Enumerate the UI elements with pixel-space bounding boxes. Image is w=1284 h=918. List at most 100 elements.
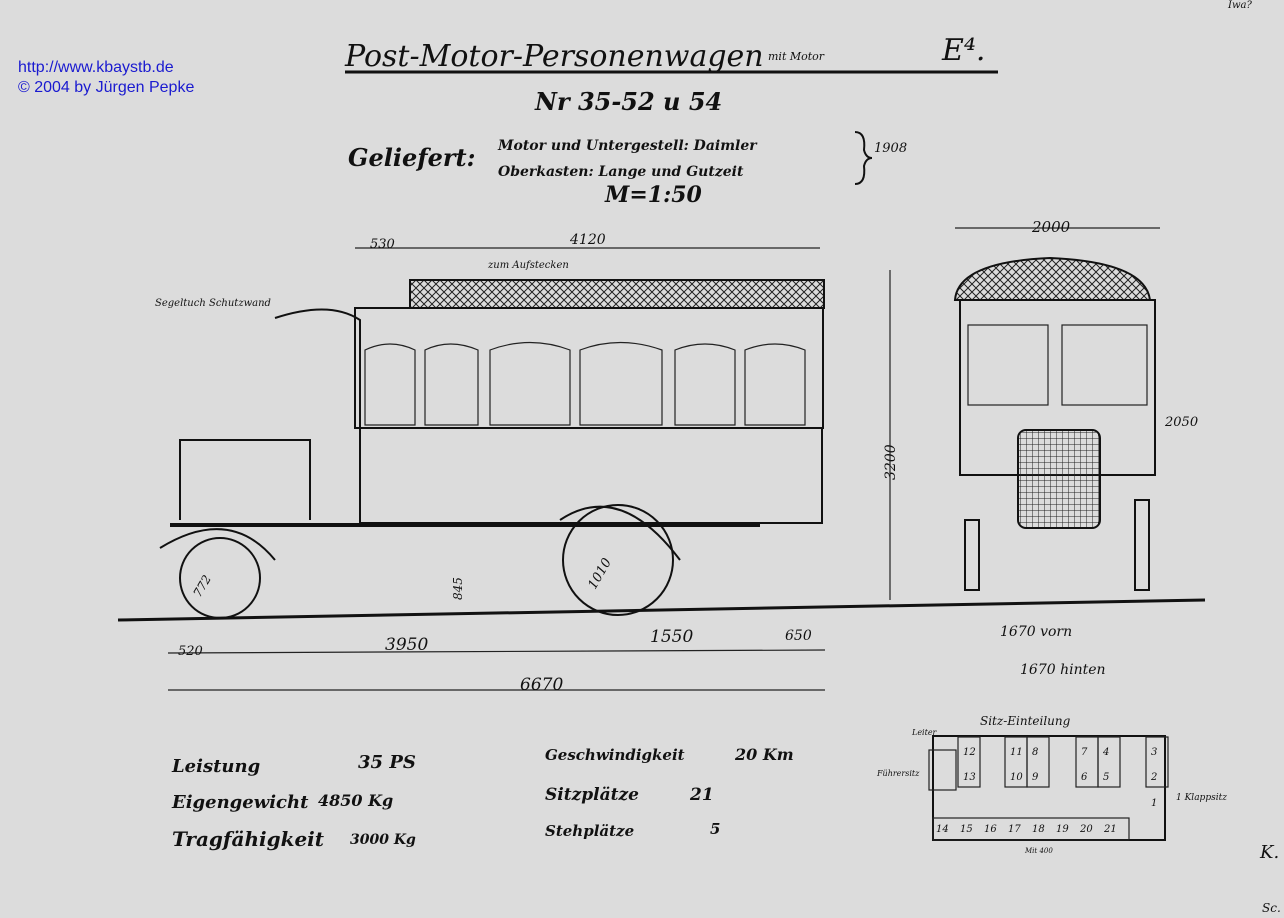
track-rear: 1670 hinten	[1020, 662, 1106, 678]
front-wheel	[179, 537, 261, 619]
seating-plan: Sitz-Einteilung Leiter Führersitz 1 Klap…	[876, 714, 1281, 915]
dim-tail: 650	[785, 628, 812, 644]
seat-number: 2	[1150, 772, 1157, 783]
corner-mark: Iwa?	[1227, 0, 1252, 11]
dim-floor: 845	[451, 577, 465, 600]
dim-front-wheel: 772	[190, 573, 214, 600]
seat-number: 1	[1151, 798, 1157, 809]
spec-label-weight: Eigengewicht	[171, 792, 309, 813]
seat-number: 10	[1010, 772, 1023, 783]
drawing-scale: M=1:50	[604, 182, 703, 208]
lower-body	[359, 427, 823, 524]
spec-label-capacity: Tragfähigkeit	[172, 827, 325, 851]
ground-line	[117, 598, 1206, 622]
dim-rear-wheel: 1010	[585, 556, 615, 592]
delivered-year: 1908	[874, 141, 907, 156]
seat-number: 14	[936, 824, 949, 835]
spec-label-seats: Sitzplätze	[545, 785, 639, 805]
seat-number: 19	[1056, 824, 1069, 835]
dim-wheelbase: 3950	[385, 635, 428, 655]
seat-number: 9	[1032, 772, 1039, 783]
spec-label-standing: Stehplätze	[545, 822, 634, 840]
seat-number: 4	[1102, 747, 1109, 758]
spec-label-power: Leistung	[171, 756, 260, 777]
dim-rear: 1550	[650, 627, 693, 647]
front-window-left	[967, 324, 1049, 406]
seat-number: 18	[1032, 824, 1045, 835]
hood	[179, 439, 311, 520]
seat-number: 16	[984, 824, 997, 835]
seat-pair-box	[1097, 736, 1121, 788]
rear-bench	[932, 817, 1130, 841]
dim-height: 3200	[883, 444, 899, 480]
delivered-line2: Oberkasten: Lange und Gutzeit	[498, 164, 744, 180]
dim-inner: 2050	[1164, 415, 1198, 430]
roof-note: zum Aufstecken	[487, 260, 569, 271]
seat-pair-box	[1026, 736, 1050, 788]
canvas-screen	[274, 308, 361, 430]
dim-front-overhang: 530	[370, 237, 395, 252]
front-window-right	[1061, 324, 1148, 406]
spec-value-capacity: 3000 Kg	[350, 832, 416, 848]
seating-driver: Führersitz	[876, 769, 920, 778]
seat-number: 21	[1103, 824, 1117, 835]
seat-number: 11	[1010, 747, 1023, 758]
title-motor: E⁴.	[941, 33, 985, 68]
side-view: 530 4120 zum Aufstecken Segeltuch Schutz…	[117, 232, 1206, 695]
seat-number: 12	[963, 747, 976, 758]
side-windows	[364, 341, 806, 426]
seating-bottom-note: Mit 400	[1024, 847, 1053, 855]
seat-number: 13	[963, 772, 976, 783]
seating-folding: 1 Klappsitz	[1176, 793, 1227, 803]
delivered-line1: Motor und Untergestell: Daimler	[497, 138, 758, 154]
seat-pair-box	[1145, 736, 1169, 788]
credit-url[interactable]: http://www.kbaystb.de	[18, 59, 174, 76]
vehicle-numbers: Nr 35-52 u 54	[534, 87, 722, 116]
signature-sc: Sc.	[1262, 901, 1281, 915]
dim-line-lengths	[167, 649, 826, 654]
drawing-title: Post-Motor-Personenwagen	[344, 39, 764, 74]
dim-front: 520	[178, 644, 203, 659]
seat-number: 20	[1079, 824, 1093, 835]
seating-ladder: Leiter	[911, 728, 938, 737]
seat-number: 3	[1151, 747, 1157, 758]
radiator-grille	[1017, 429, 1101, 529]
title-block: Post-Motor-Personenwagen mit Motor E⁴. N…	[344, 33, 998, 208]
track-front: 1670 vorn	[1000, 624, 1072, 640]
front-wheel-left	[964, 519, 980, 591]
seat-pair-box	[957, 736, 981, 788]
rear-fender	[559, 505, 681, 561]
spec-value-weight: 4850 Kg	[318, 791, 393, 810]
driver-seat-box	[928, 749, 957, 791]
seat-number: 5	[1103, 772, 1109, 783]
spec-value-standing: 5	[710, 820, 720, 838]
spec-value-power: 35 PS	[358, 752, 416, 773]
seat-number: 17	[1008, 824, 1021, 835]
seat-number: 7	[1081, 747, 1088, 758]
spec-value-seats: 21	[689, 785, 714, 805]
spec-value-speed: 20 Km	[734, 745, 794, 764]
dim-width: 2000	[1031, 218, 1071, 236]
roof-rack	[409, 279, 825, 309]
spec-label-speed: Geschwindigkeit	[545, 746, 685, 764]
dim-roof: 4120	[569, 232, 606, 248]
seat-number: 8	[1032, 747, 1038, 758]
seat-number: 6	[1081, 772, 1088, 783]
seat-number: 15	[960, 824, 973, 835]
front-roof	[953, 256, 1152, 301]
specifications: Leistung 35 PS Eigengewicht 4850 Kg Trag…	[171, 745, 794, 851]
dim-total: 6670	[520, 675, 563, 695]
delivered-label: Geliefert:	[348, 143, 475, 172]
brace	[854, 131, 873, 185]
front-wheel-right	[1134, 499, 1150, 591]
credit-copyright: © 2004 by Jürgen Pepke	[18, 79, 195, 96]
seating-title: Sitz-Einteilung	[980, 714, 1071, 728]
front-fender	[159, 528, 276, 561]
front-view: 2000 2050 1670 vorn 1670 hinten	[953, 218, 1198, 678]
rear-wheel	[562, 504, 674, 616]
canvas-note: Segeltuch Schutzwand	[155, 298, 271, 309]
signature-k: K.	[1259, 842, 1279, 863]
